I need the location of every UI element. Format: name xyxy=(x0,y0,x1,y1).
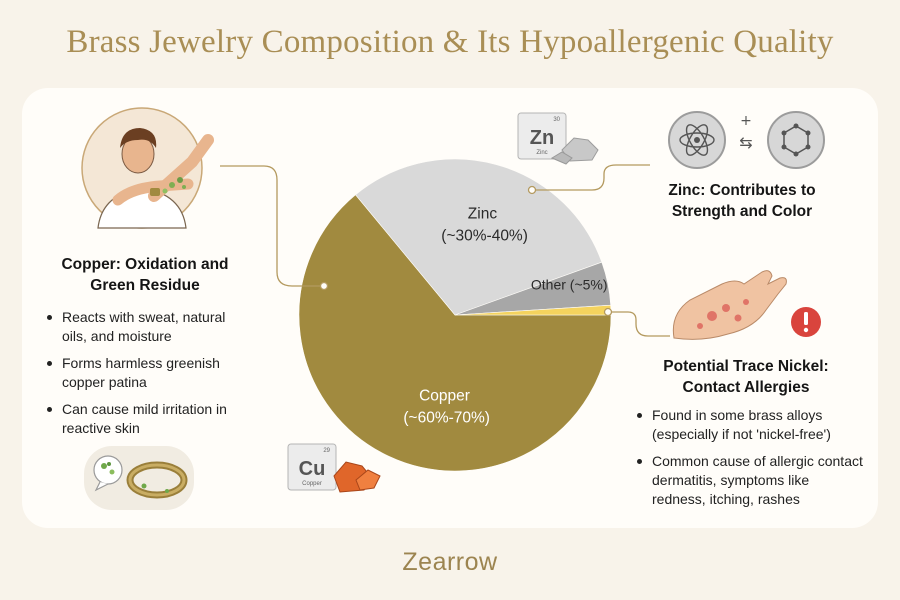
nickel-connector xyxy=(608,311,670,337)
corroded-ring-icon xyxy=(84,446,194,510)
person-scratching-arm-icon xyxy=(81,107,214,229)
warning-icon xyxy=(791,307,821,337)
composition-pie-chart: Copper (~60%-70%) Zinc (~30%-40%) Other … xyxy=(81,107,825,510)
molecule-icon xyxy=(767,111,825,169)
list-item: Found in some brass alloys (especially i… xyxy=(634,406,866,444)
copper-element-name: Copper xyxy=(302,481,322,487)
copper-name-label: Copper xyxy=(419,388,470,405)
copper-connector-dot xyxy=(319,281,329,291)
nickel-connector-dot xyxy=(603,307,613,317)
list-item: Common cause of allergic contact dermati… xyxy=(634,452,866,509)
other-slice-label: Other (~5%) xyxy=(531,276,608,292)
atom-icon xyxy=(668,111,726,169)
zinc-element-name: Zinc xyxy=(536,150,547,156)
pie-slice-zinc xyxy=(355,158,603,316)
list-item: Forms harmless greenish copper patina xyxy=(44,354,254,392)
exchange-arrows-icon: + ⇆ xyxy=(739,113,752,152)
zinc-connector xyxy=(532,164,650,191)
connector-lines xyxy=(220,164,670,337)
copper-panel-heading: Copper: Oxidation and Green Residue xyxy=(61,256,229,294)
pie-slice-copper xyxy=(298,194,612,472)
list-item: Reacts with sweat, natural oils, and moi… xyxy=(44,308,254,346)
zinc-panel-heading: Zinc: Contributes to Strength and Color xyxy=(668,182,816,220)
brand-logo-text: Zearrow xyxy=(402,548,498,576)
zinc-connector-dot xyxy=(527,185,537,195)
zinc-element-number: 30 xyxy=(553,117,560,123)
copper-element-symbol: Cu xyxy=(299,458,326,480)
infographic-card: Copper (~60%-70%) Zinc (~30%-40%) Other … xyxy=(22,88,878,528)
list-item: Can cause mild irritation in reactive sk… xyxy=(44,400,254,438)
copper-bullet-list: Reacts with sweat, natural oils, and moi… xyxy=(44,308,254,446)
copper-element-number: 29 xyxy=(323,448,330,454)
page-title: Brass Jewelry Composition & Its Hypoalle… xyxy=(66,24,834,60)
nickel-bullet-list: Found in some brass alloys (especially i… xyxy=(634,406,866,517)
svg-text:+: + xyxy=(740,113,752,129)
pie-slices xyxy=(298,158,612,472)
nickel-panel-heading: Potential Trace Nickel: Contact Allergie… xyxy=(663,358,829,396)
copper-connector xyxy=(220,165,324,287)
copper-value-label: (~60%-70%) xyxy=(403,410,490,427)
zinc-element-symbol: Zn xyxy=(530,127,554,149)
zinc-slice-label: Zinc (~30%-40%) xyxy=(441,206,528,245)
zinc-value-label: (~30%-40%) xyxy=(441,228,528,245)
rash-hand-icon xyxy=(672,270,787,340)
zinc-name-label: Zinc xyxy=(468,206,498,223)
zinc-element-tile-icon: Zn 30 Zinc xyxy=(517,112,599,165)
copper-slice-label: Copper (~60%-70%) xyxy=(403,388,490,427)
copper-element-tile-icon: Cu 29 Copper xyxy=(287,443,381,493)
svg-text:⇆: ⇆ xyxy=(739,133,752,152)
